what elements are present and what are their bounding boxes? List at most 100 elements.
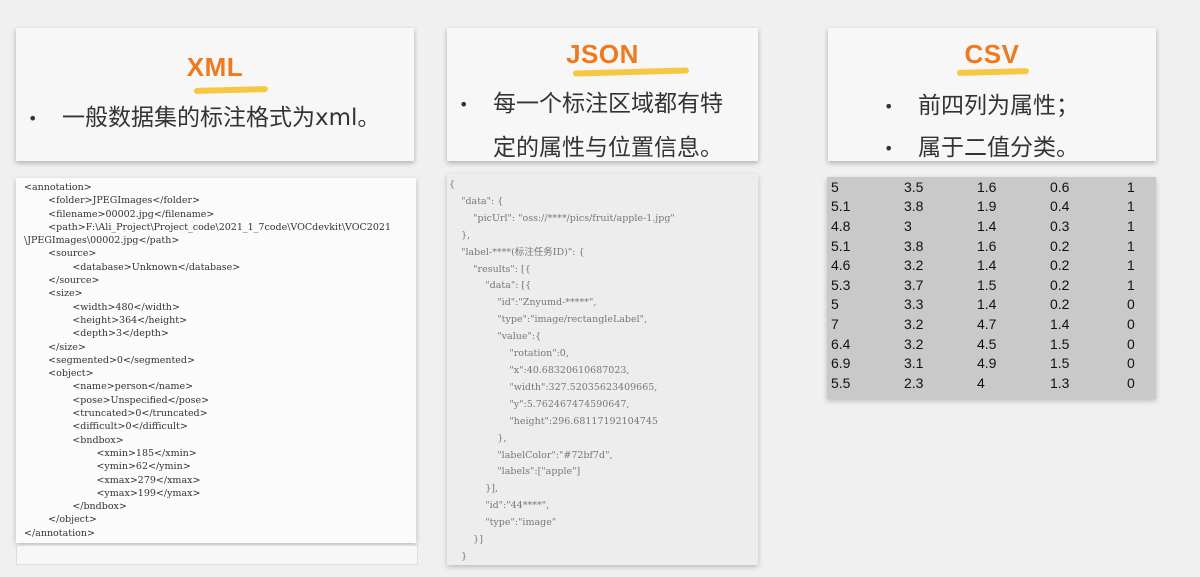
json-bullet-1-cont: 定的属性与位置信息。 bbox=[493, 128, 723, 162]
table-cell: 4.7 bbox=[977, 315, 997, 332]
table-cell: 0.2 bbox=[1050, 276, 1070, 293]
table-cell: 2.3 bbox=[904, 374, 924, 391]
xml-code-line: <filename>00002.jpg</filename> bbox=[24, 208, 215, 220]
json-code-line: { bbox=[449, 179, 456, 190]
table-cell: 1.5 bbox=[1050, 355, 1070, 372]
csv-bullet-2: •属于二值分类。 bbox=[884, 128, 1079, 162]
xml-code-line: <path>F:\Ali_Project\Project_code\2021_1… bbox=[24, 221, 391, 233]
xml-code-line: <annotation> bbox=[24, 182, 92, 193]
csv-bullet-text-2: 属于二值分类。 bbox=[918, 135, 1079, 161]
table-cell: 5.1 bbox=[831, 198, 851, 215]
json-code-line: "width":327.52035623409665, bbox=[449, 381, 658, 393]
json-code-line: "picUrl": "oss://****/pics/fruit/apple-1… bbox=[449, 212, 675, 224]
json-code-line: "value":{ bbox=[449, 331, 542, 343]
table-cell: 4.5 bbox=[977, 335, 997, 352]
table-cell: 4.6 bbox=[831, 257, 851, 274]
table-cell: 0.2 bbox=[1050, 257, 1070, 274]
json-bullet-1: •每一个标注区域都有特 bbox=[459, 84, 723, 118]
table-cell: 6.9 bbox=[831, 355, 851, 372]
json-code-line: "results": [{ bbox=[449, 263, 531, 275]
json-code-line: "label-****(标注任务ID)": { bbox=[449, 246, 585, 258]
table-cell: 6.4 bbox=[831, 335, 851, 352]
json-code-line: "data": { bbox=[449, 195, 504, 207]
table-cell: 3.5 bbox=[904, 178, 924, 195]
table-cell: 3.2 bbox=[904, 257, 924, 274]
table-cell: 4 bbox=[977, 374, 985, 391]
json-bullet-text-1: 每一个标注区域都有特 bbox=[493, 91, 723, 117]
json-code-line: "data": [{ bbox=[449, 280, 532, 292]
json-code-line: "id":"Znyumd-*****", bbox=[449, 297, 597, 309]
table-cell: 3.8 bbox=[904, 198, 924, 215]
xml-code-line: <database>Unknown</database> bbox=[24, 261, 241, 273]
table-cell: 0.6 bbox=[1050, 178, 1070, 195]
table-cell: 0 bbox=[1127, 374, 1135, 391]
table-cell: 3.2 bbox=[904, 335, 924, 352]
xml-code-line: </source> bbox=[24, 275, 100, 287]
json-code-line: }] bbox=[449, 534, 483, 546]
table-cell: 5.1 bbox=[831, 237, 851, 254]
json-code-line: "id":"44****", bbox=[449, 500, 550, 512]
table-cell: 5 bbox=[831, 178, 839, 195]
csv-title: CSV bbox=[964, 39, 1020, 69]
bullet-dot-icon: • bbox=[884, 97, 894, 116]
table-cell: 1.6 bbox=[977, 178, 997, 195]
xml-code-line: <truncated>0</truncated> bbox=[24, 408, 208, 420]
table-cell: 3.2 bbox=[904, 315, 924, 332]
xml-code-line: <difficult>0</difficult> bbox=[24, 421, 188, 433]
table-cell: 0.3 bbox=[1050, 217, 1070, 234]
table-cell: 7 bbox=[831, 315, 839, 332]
json-code-block: { "data": { "picUrl": "oss://****/pics/f… bbox=[447, 174, 758, 565]
table-cell: 0.2 bbox=[1050, 237, 1070, 254]
bullet-dot-icon: • bbox=[28, 109, 38, 128]
xml-code-line: <ymin>62</ymin> bbox=[24, 461, 191, 473]
json-bullet-text-2: 定的属性与位置信息。 bbox=[493, 135, 723, 161]
table-cell: 1.4 bbox=[1050, 315, 1070, 332]
json-code-line: "x":40.68320610687023, bbox=[449, 364, 630, 376]
xml-code-text: <annotation> <folder>JPEGImages</folder>… bbox=[16, 178, 416, 540]
json-code-line: "height":296.68117192104745 bbox=[449, 415, 658, 427]
table-cell: 0 bbox=[1127, 355, 1135, 372]
xml-code-line: </annotation> bbox=[24, 527, 95, 539]
xml-code-line: \JPEGImages\00002.jpg</path> bbox=[24, 235, 180, 247]
xml-code-line: <segmented>0</segmented> bbox=[24, 354, 195, 366]
json-code-line: "type":"image" bbox=[449, 517, 557, 529]
table-cell: 1.5 bbox=[977, 276, 997, 293]
xml-code-line: <object> bbox=[24, 368, 94, 380]
xml-code-line: <pose>Unspecified</pose> bbox=[24, 394, 210, 406]
table-cell: 0.4 bbox=[1050, 198, 1070, 215]
csv-bullet-text-1: 前四列为属性； bbox=[918, 93, 1079, 119]
table-cell: 0 bbox=[1127, 335, 1135, 352]
xml-code-line: <source> bbox=[24, 248, 97, 260]
json-code-line: "type":"image/rectangleLabel", bbox=[449, 314, 648, 326]
xml-code-line: <xmax>279</xmax> bbox=[24, 474, 201, 486]
table-cell: 5 bbox=[831, 296, 839, 313]
table-cell: 1.4 bbox=[977, 217, 997, 234]
xml-code-line: <height>364</height> bbox=[24, 314, 188, 326]
xml-code-line: </size> bbox=[24, 341, 86, 353]
table-cell: 1 bbox=[1127, 217, 1135, 234]
xml-code-line: </bndbox> bbox=[24, 501, 127, 513]
csv-title-underline bbox=[956, 68, 1030, 76]
csv-bullet-1: • 前四列为属性； bbox=[884, 86, 1079, 120]
xml-title-underline bbox=[193, 86, 269, 94]
xml-code-block: <annotation> <folder>JPEGImages</folder>… bbox=[16, 178, 416, 543]
json-code-line: "y":5.762467474590647, bbox=[449, 398, 630, 410]
table-cell: 3.3 bbox=[904, 296, 924, 313]
table-cell: 1.9 bbox=[977, 198, 997, 215]
table-cell: 3.1 bbox=[904, 355, 924, 372]
json-code-line: }], bbox=[449, 483, 499, 495]
table-cell: 1.4 bbox=[977, 257, 997, 274]
table-cell: 1.3 bbox=[1050, 374, 1070, 391]
table-cell: 3.8 bbox=[904, 237, 924, 254]
table-cell: 4.9 bbox=[977, 355, 997, 372]
